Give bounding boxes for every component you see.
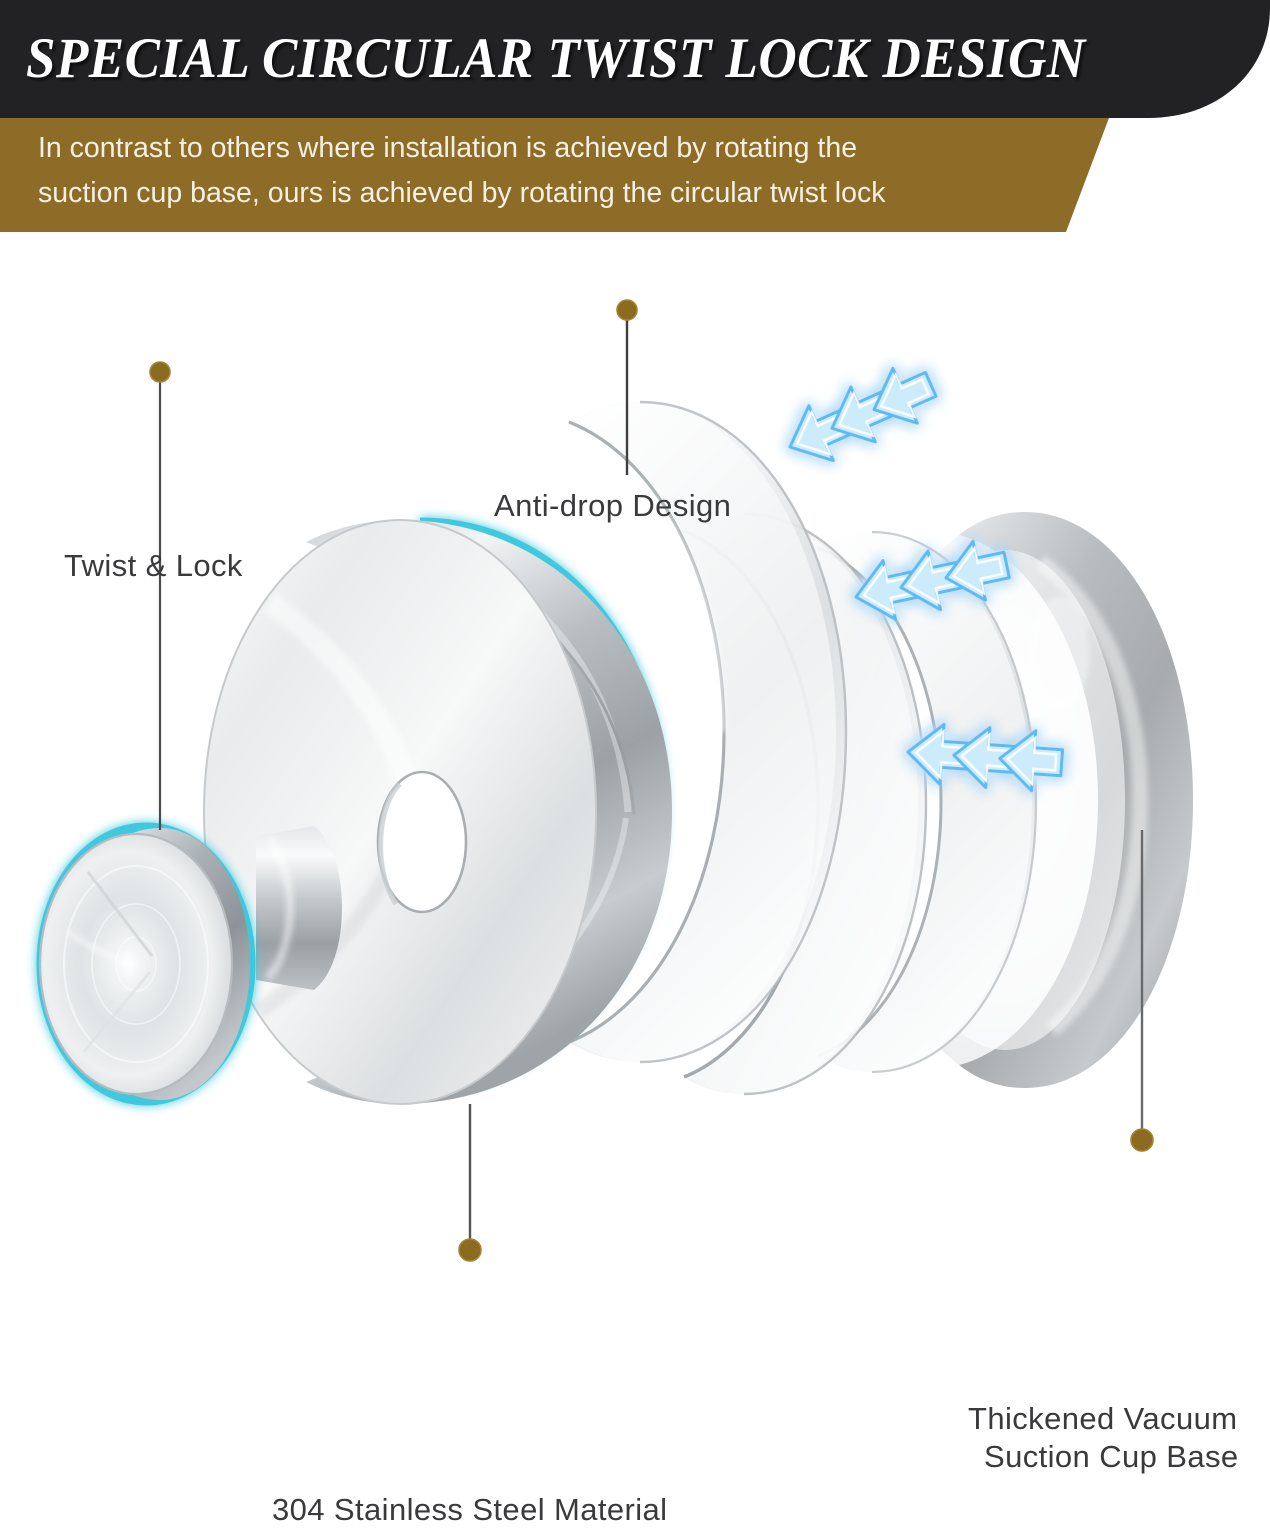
title-band — [0, 0, 1270, 118]
subtitle-line-2: suction cup base, ours is achieved by ro… — [38, 177, 886, 209]
subtitle-text: In contrast to others where installation… — [38, 126, 1048, 216]
subtitle-band — [0, 110, 1270, 232]
header-banner: SPECIAL CIRCULAR TWIST LOCK DESIGN In co… — [0, 0, 1270, 232]
suction-arrow-group-top — [776, 355, 945, 476]
callout-label-vacuum-line-2: Suction Cup Base — [984, 1439, 1239, 1475]
leader-dot-vacuum — [1130, 1128, 1154, 1152]
page-title: SPECIAL CIRCULAR TWIST LOCK DESIGN — [26, 26, 1086, 90]
knob-stem — [256, 826, 342, 990]
callout-leaders — [149, 299, 1154, 1262]
subtitle-line-1: In contrast to others where installation… — [38, 132, 858, 164]
leader-dot-anti-drop — [616, 299, 638, 321]
callout-label-vacuum: Thickened Vacuum Suction Cup Base — [968, 1400, 1239, 1477]
product-illustration-stage: Twist & Lock Anti-drop Design 304 Stainl… — [0, 232, 1270, 1527]
exploded-product-diagram — [36, 299, 1193, 1262]
callout-label-anti-drop: Anti-drop Design — [494, 488, 732, 523]
callout-label-vacuum-line-1: Thickened Vacuum — [968, 1401, 1238, 1436]
leader-dot-twist-lock — [149, 361, 171, 383]
callout-label-steel: 304 Stainless Steel Material — [272, 1492, 668, 1527]
knob-cap — [36, 822, 256, 1106]
callout-label-twist-lock: Twist & Lock — [64, 548, 243, 583]
leader-dot-steel — [458, 1238, 482, 1262]
